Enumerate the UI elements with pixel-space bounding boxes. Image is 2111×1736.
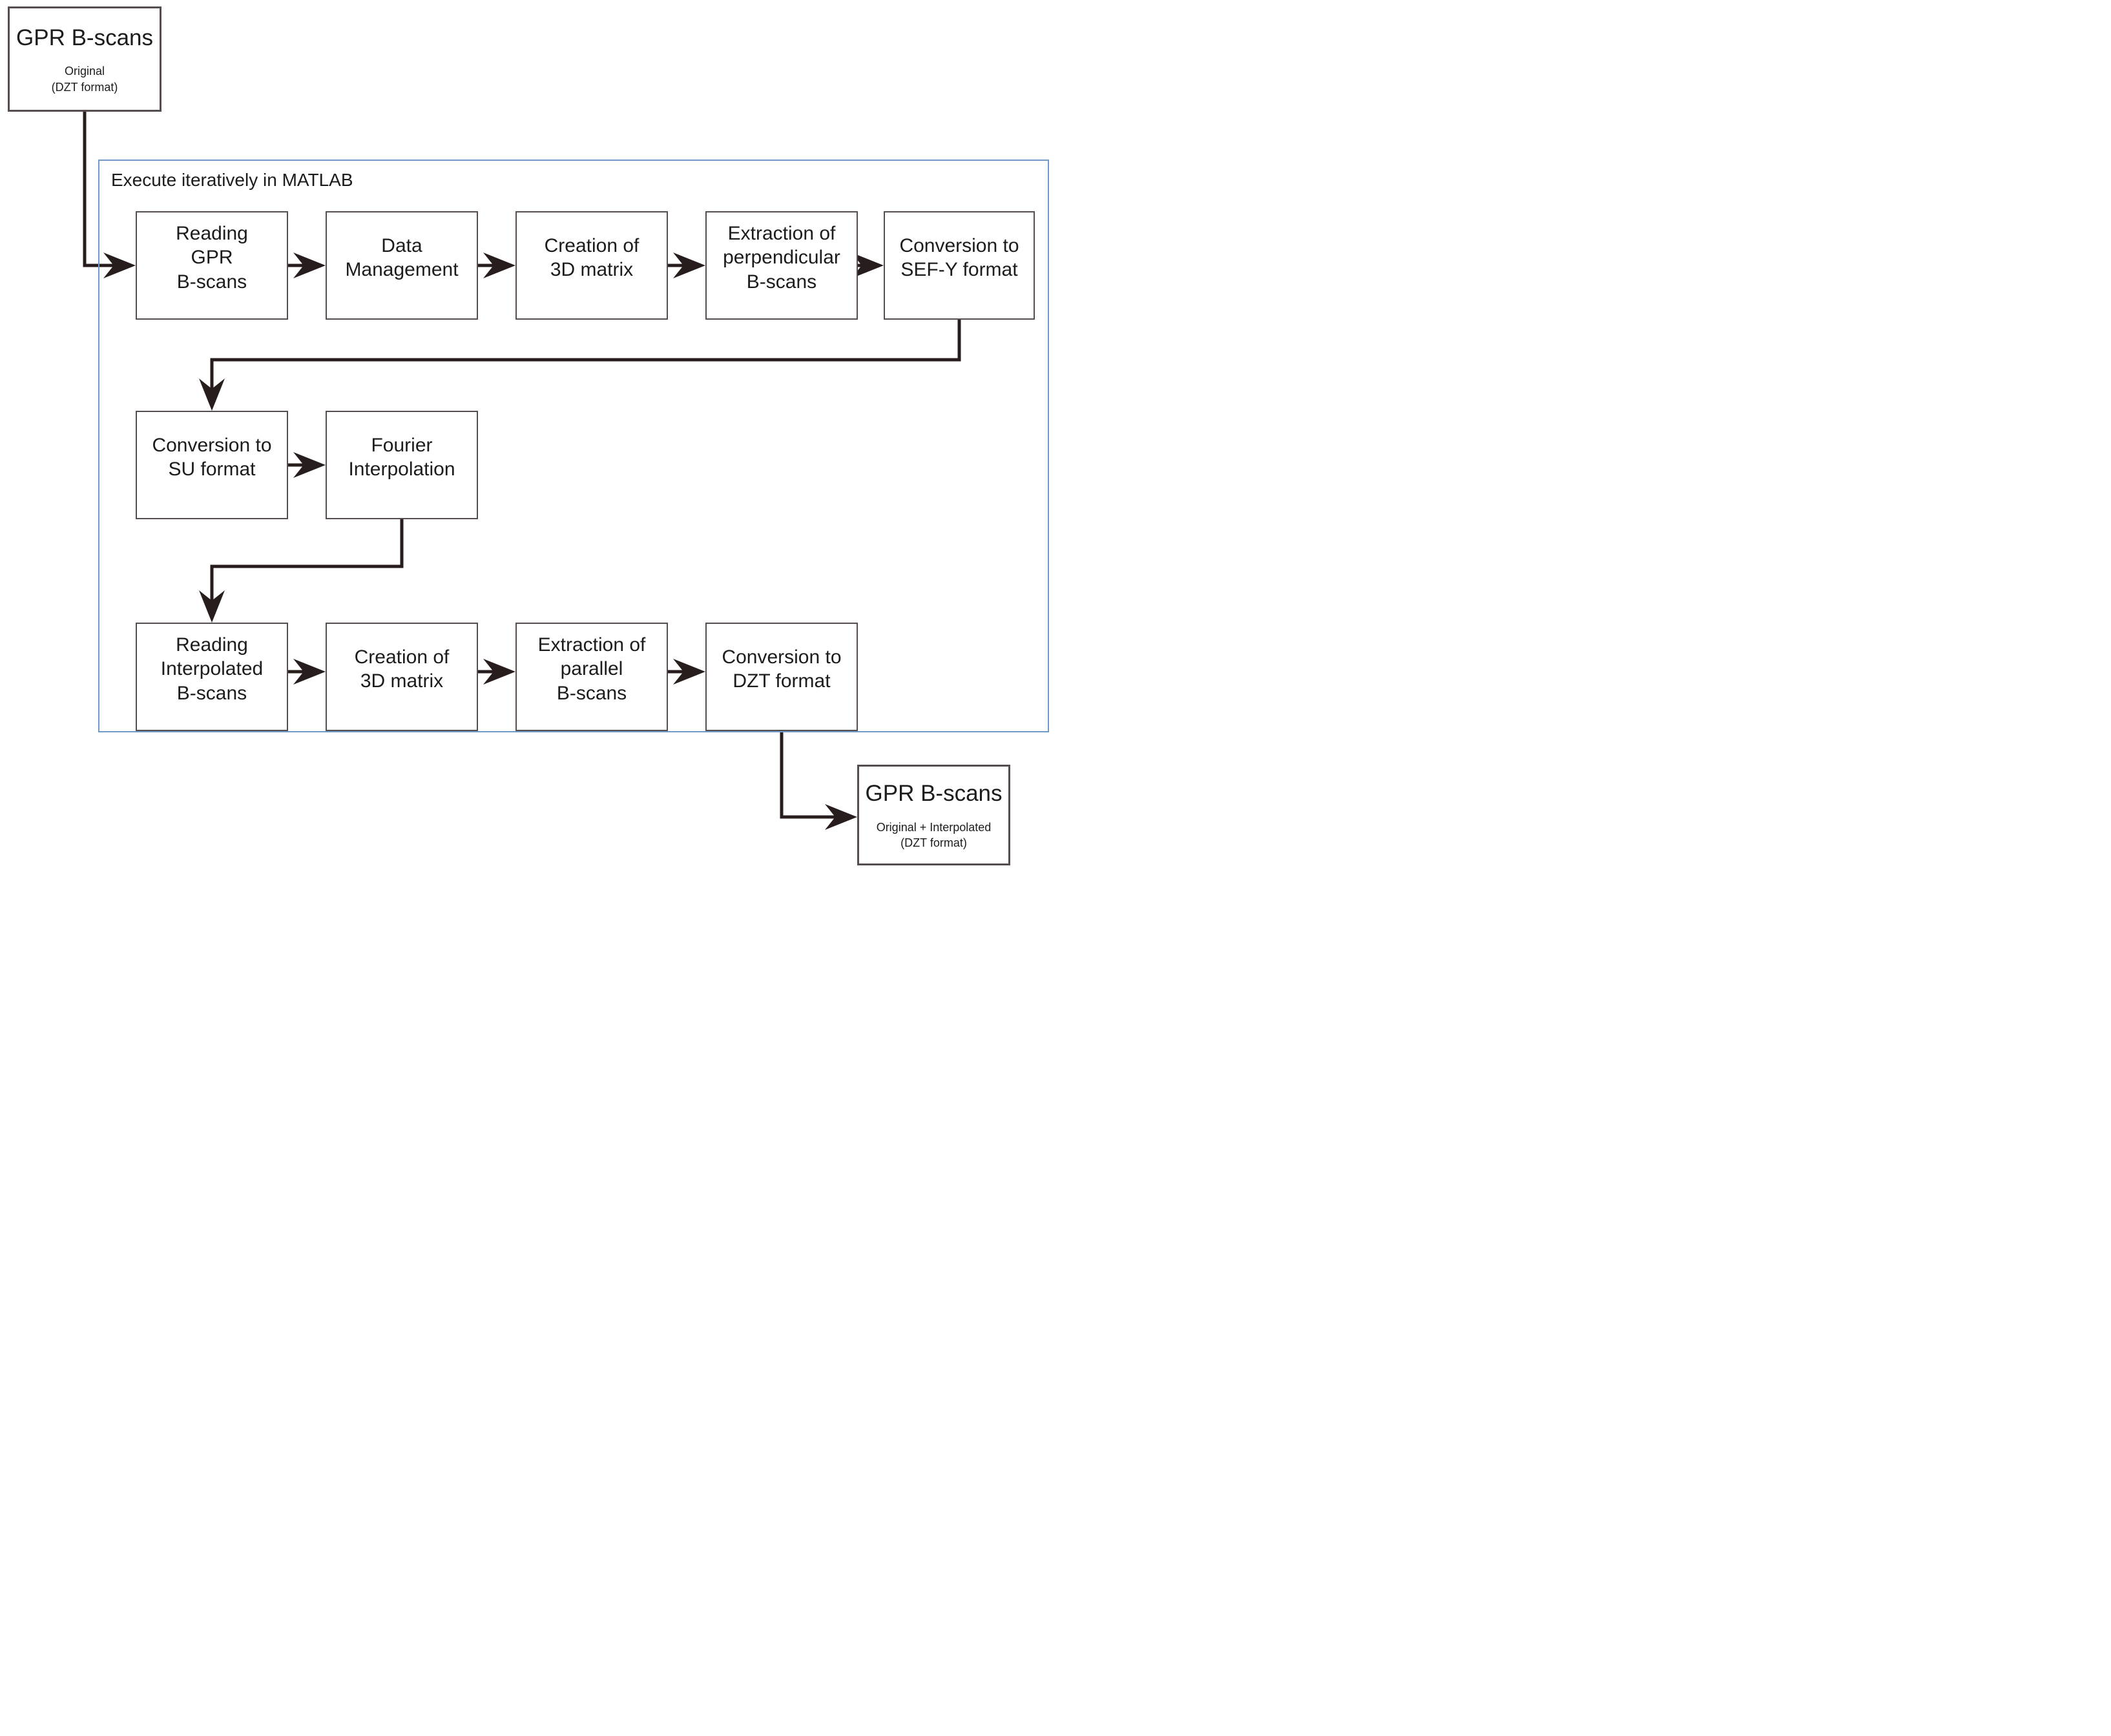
- arrowhead-convsefy-to-convsu: [199, 378, 225, 411]
- node-label: Conversion to SEF-Y format: [899, 234, 1019, 281]
- node-data-management: Data Management: [326, 211, 478, 320]
- node-label: Data Management: [345, 234, 459, 281]
- node-conversion-dzt-format: Conversion to DZT format: [705, 623, 858, 731]
- node-creation-3d-matrix-1: Creation of 3D matrix: [515, 211, 668, 320]
- flowchart-canvas: Execute iteratively in MATLAB GPR B-scan…: [0, 0, 1056, 868]
- connectors-layer: [83, 103, 961, 830]
- node-label: Conversion to DZT format: [722, 646, 842, 692]
- arrowhead-extractperp-to-convsefy: [851, 253, 884, 278]
- node-label: Reading Interpolated B-scans: [160, 634, 264, 704]
- arrowhead-creation3d2-to-extractpar: [483, 659, 515, 685]
- node-reading-interpolated-bscans: Reading Interpolated B-scans: [136, 623, 288, 731]
- node-conversion-su-format: Conversion to SU format: [136, 411, 288, 519]
- node-fourier-interpolation: Fourier Interpolation: [326, 411, 478, 519]
- connector-start-to-reading: [83, 103, 114, 267]
- matlab-frame-label: Execute iteratively in MATLAB: [111, 170, 353, 190]
- arrowhead-reading-to-datamgmt: [293, 253, 326, 278]
- connector-fourier-to-readinginterp: [210, 518, 404, 601]
- node-extraction-parallel-bscans: Extraction of parallel B-scans: [515, 623, 668, 731]
- start-node-subtitle: Original (DZT format): [51, 65, 118, 94]
- arrowhead-readinginterp-to-creation3d2: [293, 659, 326, 685]
- arrowhead-creation3d1-to-extractperp: [673, 253, 705, 278]
- arrowhead-convsu-to-fourier: [293, 452, 326, 478]
- arrowhead-datamgmt-to-creation3d1: [483, 253, 515, 278]
- node-conversion-sefy-format: Conversion to SEF-Y format: [884, 211, 1035, 320]
- arrowhead-start-to-reading: [103, 253, 136, 278]
- node-label: Fourier Interpolation: [348, 434, 455, 480]
- node-reading-gpr-bscans: Reading GPR B-scans: [136, 211, 288, 320]
- node-creation-3d-matrix-2: Creation of 3D matrix: [326, 623, 478, 731]
- node-label: Creation of 3D matrix: [544, 234, 640, 281]
- node-gpr-bscans-original: GPR B-scans Original (DZT format): [8, 6, 161, 112]
- node-label: Extraction of perpendicular B-scans: [723, 222, 840, 293]
- end-node-title: GPR B-scans: [865, 781, 1003, 807]
- node-label: Extraction of parallel B-scans: [537, 634, 646, 704]
- node-label: Conversion to SU format: [152, 434, 272, 480]
- node-label: Creation of 3D matrix: [354, 646, 450, 692]
- node-label: Reading GPR B-scans: [176, 222, 248, 293]
- connector-convsefy-to-convsu: [210, 318, 961, 389]
- arrowhead-convdzt-to-end: [825, 804, 857, 830]
- start-node-title: GPR B-scans: [16, 25, 153, 50]
- end-node-subtitle: Original + Interpolated (DZT format): [876, 820, 992, 850]
- arrowhead-extractpar-to-convdzt: [673, 659, 705, 685]
- arrowhead-fourier-to-readinginterp: [199, 590, 225, 623]
- node-gpr-bscans-original-plus-interpolated: GPR B-scans Original + Interpolated (DZT…: [857, 765, 1010, 865]
- node-extraction-perpendicular-bscans: Extraction of perpendicular B-scans: [705, 211, 858, 320]
- connector-convdzt-to-end: [780, 719, 835, 819]
- matlab-iteration-frame: [98, 160, 1049, 732]
